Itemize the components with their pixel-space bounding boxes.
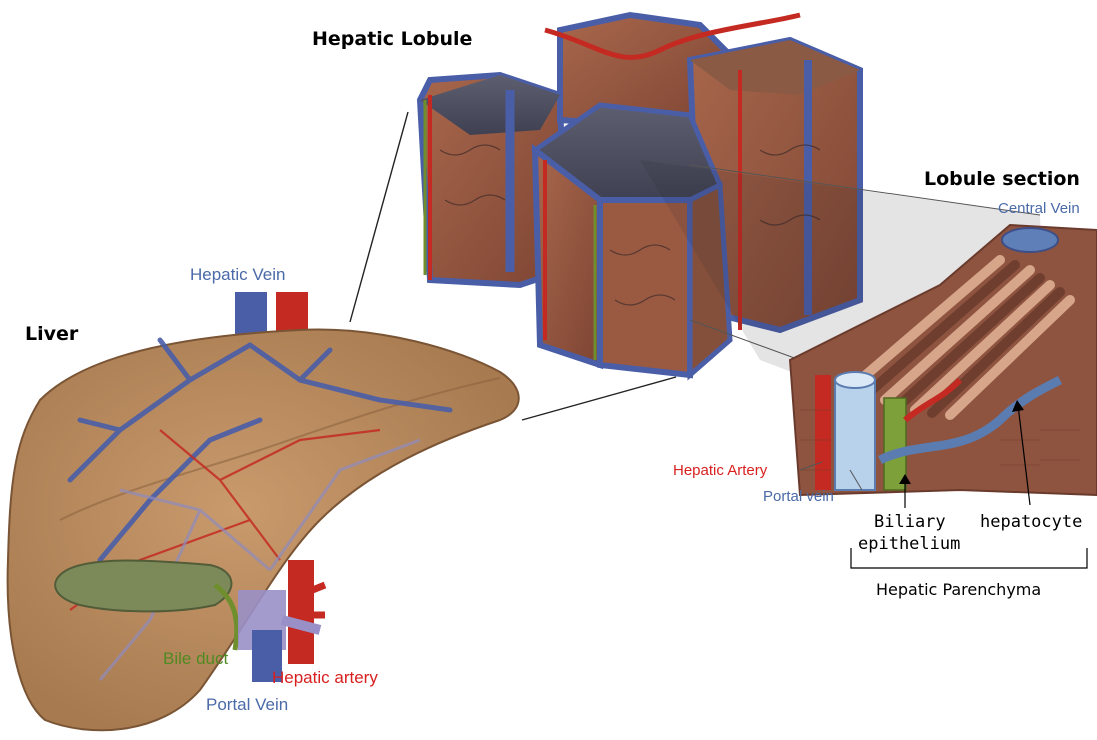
hepatic-vein-label: Hepatic Vein — [190, 266, 285, 283]
hepatic-artery-label: Hepatic artery — [272, 669, 378, 686]
biliary-epithelium-label-line2: epithelium — [858, 536, 960, 553]
hepatic-parenchyma-label: Hepatic Parenchyma — [876, 582, 1041, 598]
liver-illustration — [8, 292, 519, 730]
hepatic-lobule-title: Hepatic Lobule — [312, 30, 472, 49]
central-vein-label: Central Vein — [998, 201, 1080, 216]
bile-duct-label: Bile duct — [163, 650, 228, 667]
section-hepatic-artery-label: Hepatic Artery — [673, 463, 767, 478]
biliary-epithelium-label-line1: Biliary — [874, 514, 946, 531]
section-portal-vein-label: Portal vein — [763, 489, 834, 504]
liver-title: Liver — [25, 325, 78, 344]
portal-vein-label: Portal Vein — [206, 696, 288, 713]
lobule-section-title: Lobule section — [924, 170, 1080, 189]
hepatocyte-label: hepatocyte — [980, 514, 1082, 531]
